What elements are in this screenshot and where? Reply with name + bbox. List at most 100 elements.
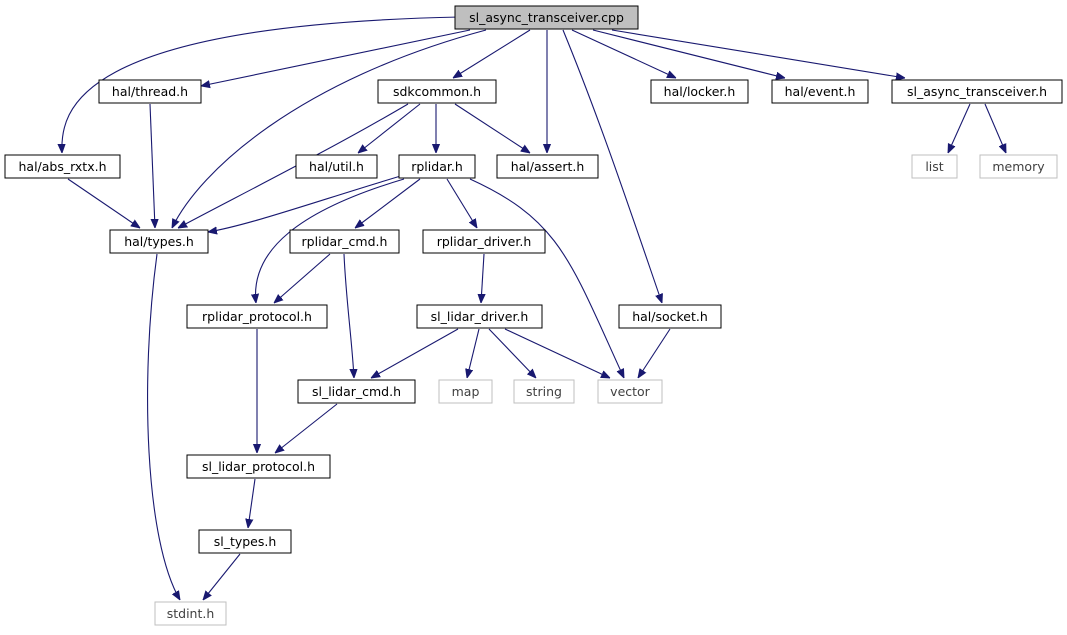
node-box [295, 154, 378, 179]
node-label: sl_lidar_cmd.h [312, 384, 401, 399]
edge-sl_lidar_driver-to-string [488, 328, 536, 378]
node-util[interactable]: hal/util.h [295, 154, 378, 179]
edge-root-to-locker [571, 29, 676, 78]
node-label: hal/util.h [309, 159, 364, 174]
edge-thread-to-types [149, 103, 155, 228]
edge-rplidar-to-types [208, 174, 405, 232]
edge-rplidar-to-rplidar_cmd [355, 178, 421, 228]
node-label: stdint.h [167, 606, 215, 621]
edge-sl_lidar_driver-to-sl_lidar_cmd [371, 328, 459, 378]
node-box [496, 154, 599, 179]
node-sl-types[interactable]: sl_types.h [198, 529, 292, 554]
node-sl-lidar-protocol[interactable]: sl_lidar_protocol.h [186, 454, 331, 479]
node-label: hal/socket.h [632, 309, 708, 324]
node-rplidar[interactable]: rplidar.h [398, 154, 476, 179]
node-box [154, 601, 227, 626]
node-assert[interactable]: hal/assert.h [496, 154, 599, 179]
node-label: hal/thread.h [112, 84, 188, 99]
node-box [650, 79, 749, 104]
node-label: map [452, 384, 480, 399]
node-box [4, 154, 121, 179]
node-box [513, 379, 575, 404]
node-thread[interactable]: hal/thread.h [98, 79, 202, 104]
node-label: rplidar_cmd.h [302, 234, 388, 249]
node-box [297, 379, 416, 404]
edge-root-to-socket [562, 29, 662, 303]
node-label: sl_async_transceiver.cpp [469, 10, 624, 25]
node-label: sdkcommon.h [393, 84, 481, 99]
edge-root-to-event [592, 29, 785, 78]
node-label: rplidar_driver.h [437, 234, 532, 249]
node-box [186, 454, 331, 479]
edge-abs_rxtx-to-types [67, 178, 140, 228]
edge-sl_types-to-stdint [203, 553, 241, 600]
edge-sl_lidar_driver-to-vector [504, 328, 610, 378]
node-label: hal/assert.h [511, 159, 585, 174]
node-box [186, 304, 328, 329]
edges-layer [62, 16, 1007, 600]
node-box [891, 79, 1063, 104]
node-label: memory [992, 159, 1045, 174]
node-label: hal/abs_rxtx.h [18, 159, 106, 174]
edge-sl_async_h-to-memory [984, 103, 1007, 153]
node-box [109, 229, 209, 254]
node-stdint: stdint.h [154, 601, 227, 626]
edge-sdkcommon-to-assert [454, 103, 530, 153]
node-label: rplidar.h [411, 159, 463, 174]
node-list: list [911, 154, 958, 179]
node-vector: vector [597, 379, 663, 404]
node-box [597, 379, 663, 404]
edge-rplidar_driver-to-sl_lidar_driver [481, 253, 484, 303]
edge-sl_lidar_cmd-to-sl_lidar_protocol [275, 403, 338, 453]
node-box [771, 79, 869, 104]
node-label: list [925, 159, 943, 174]
node-sl-lidar-cmd[interactable]: sl_lidar_cmd.h [297, 379, 416, 404]
node-label: sl_lidar_protocol.h [202, 459, 315, 474]
node-rplidar-driver[interactable]: rplidar_driver.h [422, 229, 546, 254]
node-label: hal/locker.h [664, 84, 736, 99]
edge-root-to-sl_async_h [611, 29, 905, 78]
edge-rplidar_cmd-to-sl_lidar_cmd [343, 253, 354, 378]
node-box [454, 5, 639, 30]
node-label: sl_types.h [214, 534, 277, 549]
edge-root-to-abs_rxtx [62, 16, 461, 153]
node-socket[interactable]: hal/socket.h [618, 304, 722, 329]
node-label: sl_async_transceiver.h [907, 84, 1047, 99]
node-box [289, 229, 400, 254]
node-sdkcommon[interactable]: sdkcommon.h [377, 79, 497, 104]
edge-root-to-sdkcommon [453, 29, 531, 78]
node-box [398, 154, 476, 179]
node-rplidar-protocol[interactable]: rplidar_protocol.h [186, 304, 328, 329]
node-box [618, 304, 722, 329]
node-box [979, 154, 1058, 179]
edge-types-to-stdint [147, 253, 180, 600]
node-label: rplidar_protocol.h [202, 309, 312, 324]
edge-sdkcommon-to-types [178, 103, 409, 228]
node-label: string [526, 384, 562, 399]
node-map: map [438, 379, 493, 404]
node-box [377, 79, 497, 104]
edge-rplidar-to-vector [469, 178, 624, 378]
node-label: vector [610, 384, 651, 399]
edge-sl_async_h-to-list [947, 103, 971, 153]
node-label: hal/event.h [785, 84, 856, 99]
edge-socket-to-vector [638, 328, 671, 378]
node-sl-async-h[interactable]: sl_async_transceiver.h [891, 79, 1063, 104]
node-types[interactable]: hal/types.h [109, 229, 209, 254]
node-root[interactable]: sl_async_transceiver.cpp [454, 5, 639, 30]
node-event[interactable]: hal/event.h [771, 79, 869, 104]
edge-sl_lidar_driver-to-map [467, 328, 480, 378]
edge-root-to-types [172, 29, 487, 228]
node-box [98, 79, 202, 104]
node-box [198, 529, 292, 554]
edge-root-to-thread [201, 29, 471, 86]
node-locker[interactable]: hal/locker.h [650, 79, 749, 104]
node-abs-rxtx[interactable]: hal/abs_rxtx.h [4, 154, 121, 179]
node-sl-lidar-driver[interactable]: sl_lidar_driver.h [416, 304, 543, 329]
node-rplidar-cmd[interactable]: rplidar_cmd.h [289, 229, 400, 254]
node-string: string [513, 379, 575, 404]
edge-rplidar-to-rplidar_driver [446, 178, 477, 228]
node-box [416, 304, 543, 329]
edge-sl_lidar_protocol-to-sl_types [248, 478, 256, 528]
node-box [422, 229, 546, 254]
